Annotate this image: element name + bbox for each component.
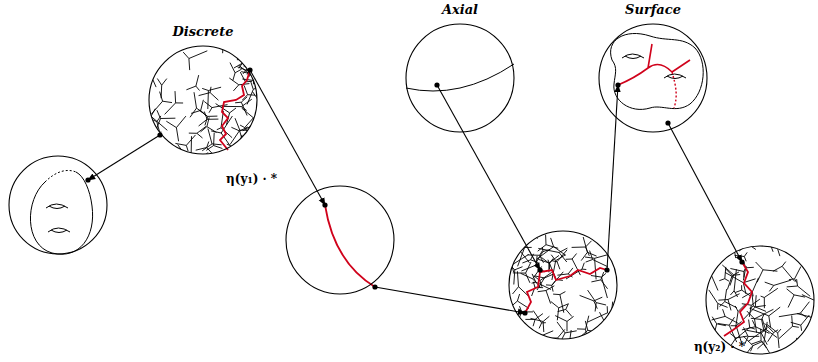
arrow-connector <box>604 82 620 272</box>
arrow-connector <box>247 67 327 207</box>
circle-node: η(y₂) · * <box>705 245 815 355</box>
red-curve <box>618 44 690 85</box>
red-curve-hidden <box>672 72 676 108</box>
heading: Axial <box>442 3 478 17</box>
circle-outline <box>598 23 708 133</box>
tree-texture <box>689 218 818 362</box>
circle-outline <box>405 23 515 133</box>
circle-outline <box>148 45 258 155</box>
circle-node: Discreteη(y₁) · * <box>148 45 258 155</box>
surface-cut <box>45 170 76 182</box>
arrow-connector <box>665 120 744 264</box>
circle-outline <box>705 245 815 355</box>
circle-outline <box>285 185 395 295</box>
circle-node: Surface <box>598 23 708 133</box>
tree-texture <box>126 23 275 178</box>
red-path <box>220 70 250 150</box>
heading: Discrete <box>173 25 234 39</box>
surface <box>30 172 92 254</box>
arrow-connector <box>434 82 542 272</box>
label: η(y₂) · * <box>694 341 745 354</box>
red-path <box>525 268 607 313</box>
red-curve <box>325 205 375 287</box>
circle-node <box>8 155 108 255</box>
label: η(y₁) · * <box>226 173 277 186</box>
arrow-connector <box>372 284 527 315</box>
surface-hole <box>46 204 68 209</box>
circle-node <box>285 185 395 295</box>
surface <box>611 33 704 109</box>
circle-outline <box>8 155 108 255</box>
circle-node <box>508 230 618 340</box>
axial-arc <box>406 64 514 91</box>
surface-hole <box>664 74 686 79</box>
tree-texture <box>501 214 639 349</box>
red-path <box>724 262 752 336</box>
circle-node: Axial <box>405 23 515 133</box>
heading: Surface <box>625 3 681 17</box>
surface-hole <box>48 228 70 233</box>
circle-outline <box>508 230 618 340</box>
surface-hole <box>622 54 644 59</box>
